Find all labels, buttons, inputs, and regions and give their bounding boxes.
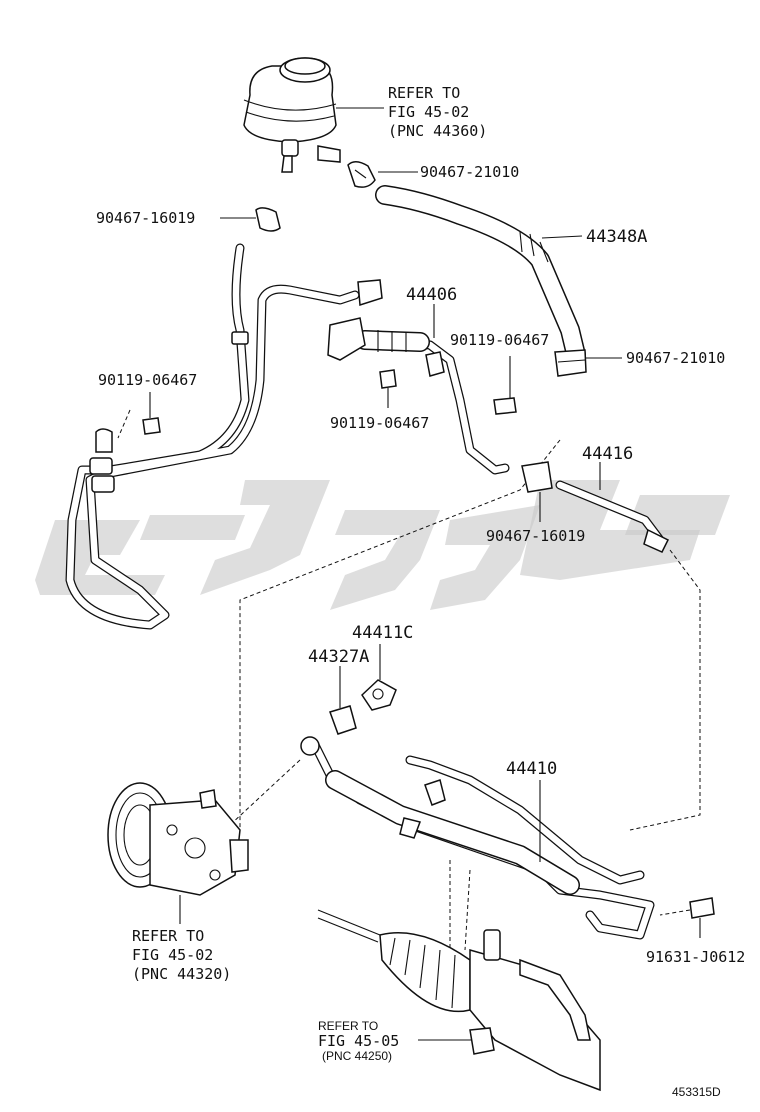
label-90467-16019-center: 90467-16019 — [486, 527, 585, 545]
label-90119-06467-center: 90119-06467 — [330, 414, 429, 432]
clip-90467-21010-top — [347, 161, 376, 188]
gear-ref-line2: FIG 45-05 — [318, 1032, 399, 1050]
pipe-44406 — [327, 279, 510, 475]
label-90119-06467-right: 90119-06467 — [450, 331, 549, 349]
watermark — [35, 480, 730, 610]
label-44327A: 44327A — [308, 647, 369, 667]
diagram-code: 453315D — [672, 1085, 721, 1099]
label-91631-J0612: 91631-J0612 — [646, 948, 745, 966]
pump-ref-line2: FIG 45-02 — [132, 946, 213, 964]
label-44348A: 44348A — [586, 227, 647, 247]
label-90467-21010-right: 90467-21010 — [626, 349, 725, 367]
pump-reference-note: REFER TO FIG 45-02 (PNC 44320) — [132, 927, 231, 983]
reservoir-ref-line3: (PNC 44360) — [388, 122, 487, 140]
label-44406: 44406 — [406, 285, 457, 305]
hose-44410 — [300, 736, 655, 940]
power-steering-pump — [107, 782, 249, 896]
label-44411C: 44411C — [352, 623, 413, 643]
label-90467-16019-left: 90467-16019 — [96, 209, 195, 227]
clip-90467-16019-center — [521, 461, 553, 493]
union-44411C — [361, 679, 397, 711]
tube-44416 — [555, 480, 670, 553]
gear-reference-note: REFER TO FIG 45-05 (PNC 44250) — [318, 1019, 399, 1063]
bolt-91631-J0612 — [689, 897, 715, 919]
pump-ref-line1: REFER TO — [132, 927, 204, 945]
gasket-44327A — [329, 705, 357, 735]
gear-ref-line1: REFER TO — [318, 1019, 378, 1033]
gear-ref-line3: (PNC 44250) — [322, 1049, 392, 1063]
bolt-90119-06467-right — [493, 397, 517, 415]
pipe-loop-left — [65, 243, 360, 630]
label-44416: 44416 — [582, 444, 633, 464]
clip-90467-16019-left — [255, 207, 281, 232]
reservoir-ref-line1: REFER TO — [388, 84, 460, 102]
bolt-90119-06467-center — [379, 369, 397, 389]
dashed-leaders — [117, 409, 701, 955]
label-90467-21010-top: 90467-21010 — [420, 163, 519, 181]
hose-44348A — [375, 185, 586, 365]
pump-ref-line3: (PNC 44320) — [132, 965, 231, 983]
leader-lines — [149, 107, 701, 1041]
label-90119-06467-left: 90119-06467 — [98, 371, 197, 389]
steering-gear — [317, 909, 601, 1092]
reservoir — [243, 57, 341, 173]
reservoir-reference-note: REFER TO FIG 45-02 (PNC 44360) — [388, 84, 487, 140]
label-44410: 44410 — [506, 759, 557, 779]
clip-90467-21010-right — [554, 349, 587, 377]
reservoir-ref-line2: FIG 45-02 — [388, 103, 469, 121]
bolt-90119-06467-left — [142, 417, 161, 435]
